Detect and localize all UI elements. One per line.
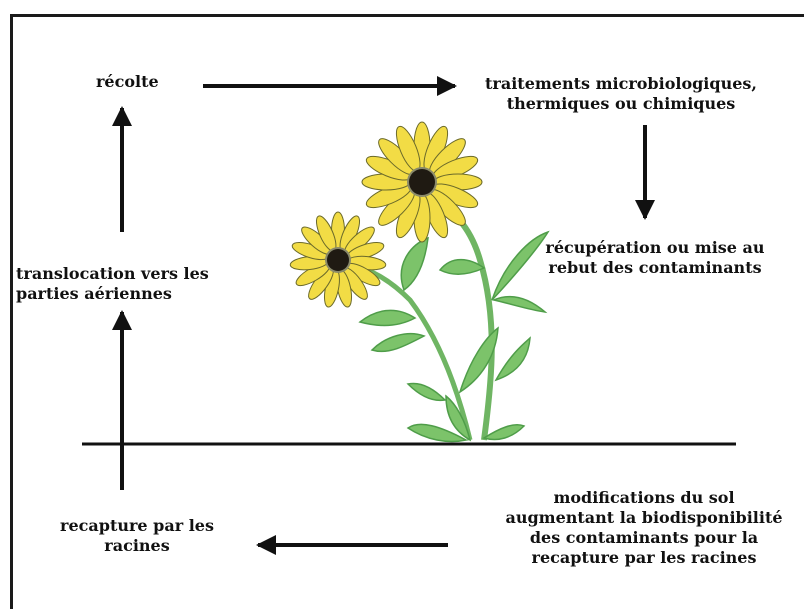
flower-center — [327, 249, 349, 271]
label-harvest: récolte — [96, 72, 159, 92]
label-soil-line-4: recapture par les racines — [488, 548, 800, 568]
label-uptake: recapture par les racines — [22, 516, 252, 556]
label-soil-modifications: modifications du sol augmentant la biodi… — [488, 488, 800, 568]
sunflower-plant-illustration — [290, 122, 548, 442]
label-treatments: traitements microbiologiques, thermiques… — [456, 74, 786, 114]
label-recovery-line-1: récupération ou mise au — [520, 238, 790, 258]
label-translocation-line-2: parties aériennes — [16, 284, 209, 304]
leaf — [440, 260, 484, 275]
leaf — [484, 425, 524, 440]
label-uptake-line-1: recapture par les — [22, 516, 252, 536]
label-recovery: récupération ou mise au rebut des contam… — [520, 238, 790, 278]
leaf — [372, 334, 424, 352]
label-treatments-line-2: thermiques ou chimiques — [456, 94, 786, 114]
leaf — [496, 338, 530, 380]
leaf — [408, 383, 445, 400]
sunflower-large — [362, 122, 482, 242]
sunflower-small — [290, 212, 387, 308]
leaf — [401, 238, 428, 290]
flower-center — [409, 169, 435, 195]
label-soil-line-2: augmentant la biodisponibilité — [488, 508, 800, 528]
label-treatments-line-1: traitements microbiologiques, — [456, 74, 786, 94]
label-translocation-line-1: translocation vers les — [16, 264, 209, 284]
label-translocation: translocation vers les parties aériennes — [16, 264, 209, 304]
label-soil-line-1: modifications du sol — [488, 488, 800, 508]
label-soil-line-3: des contaminants pour la — [488, 528, 800, 548]
leaf — [360, 310, 415, 325]
leaf — [494, 297, 545, 312]
label-recovery-line-2: rebut des contaminants — [520, 258, 790, 278]
label-uptake-line-2: racines — [22, 536, 252, 556]
